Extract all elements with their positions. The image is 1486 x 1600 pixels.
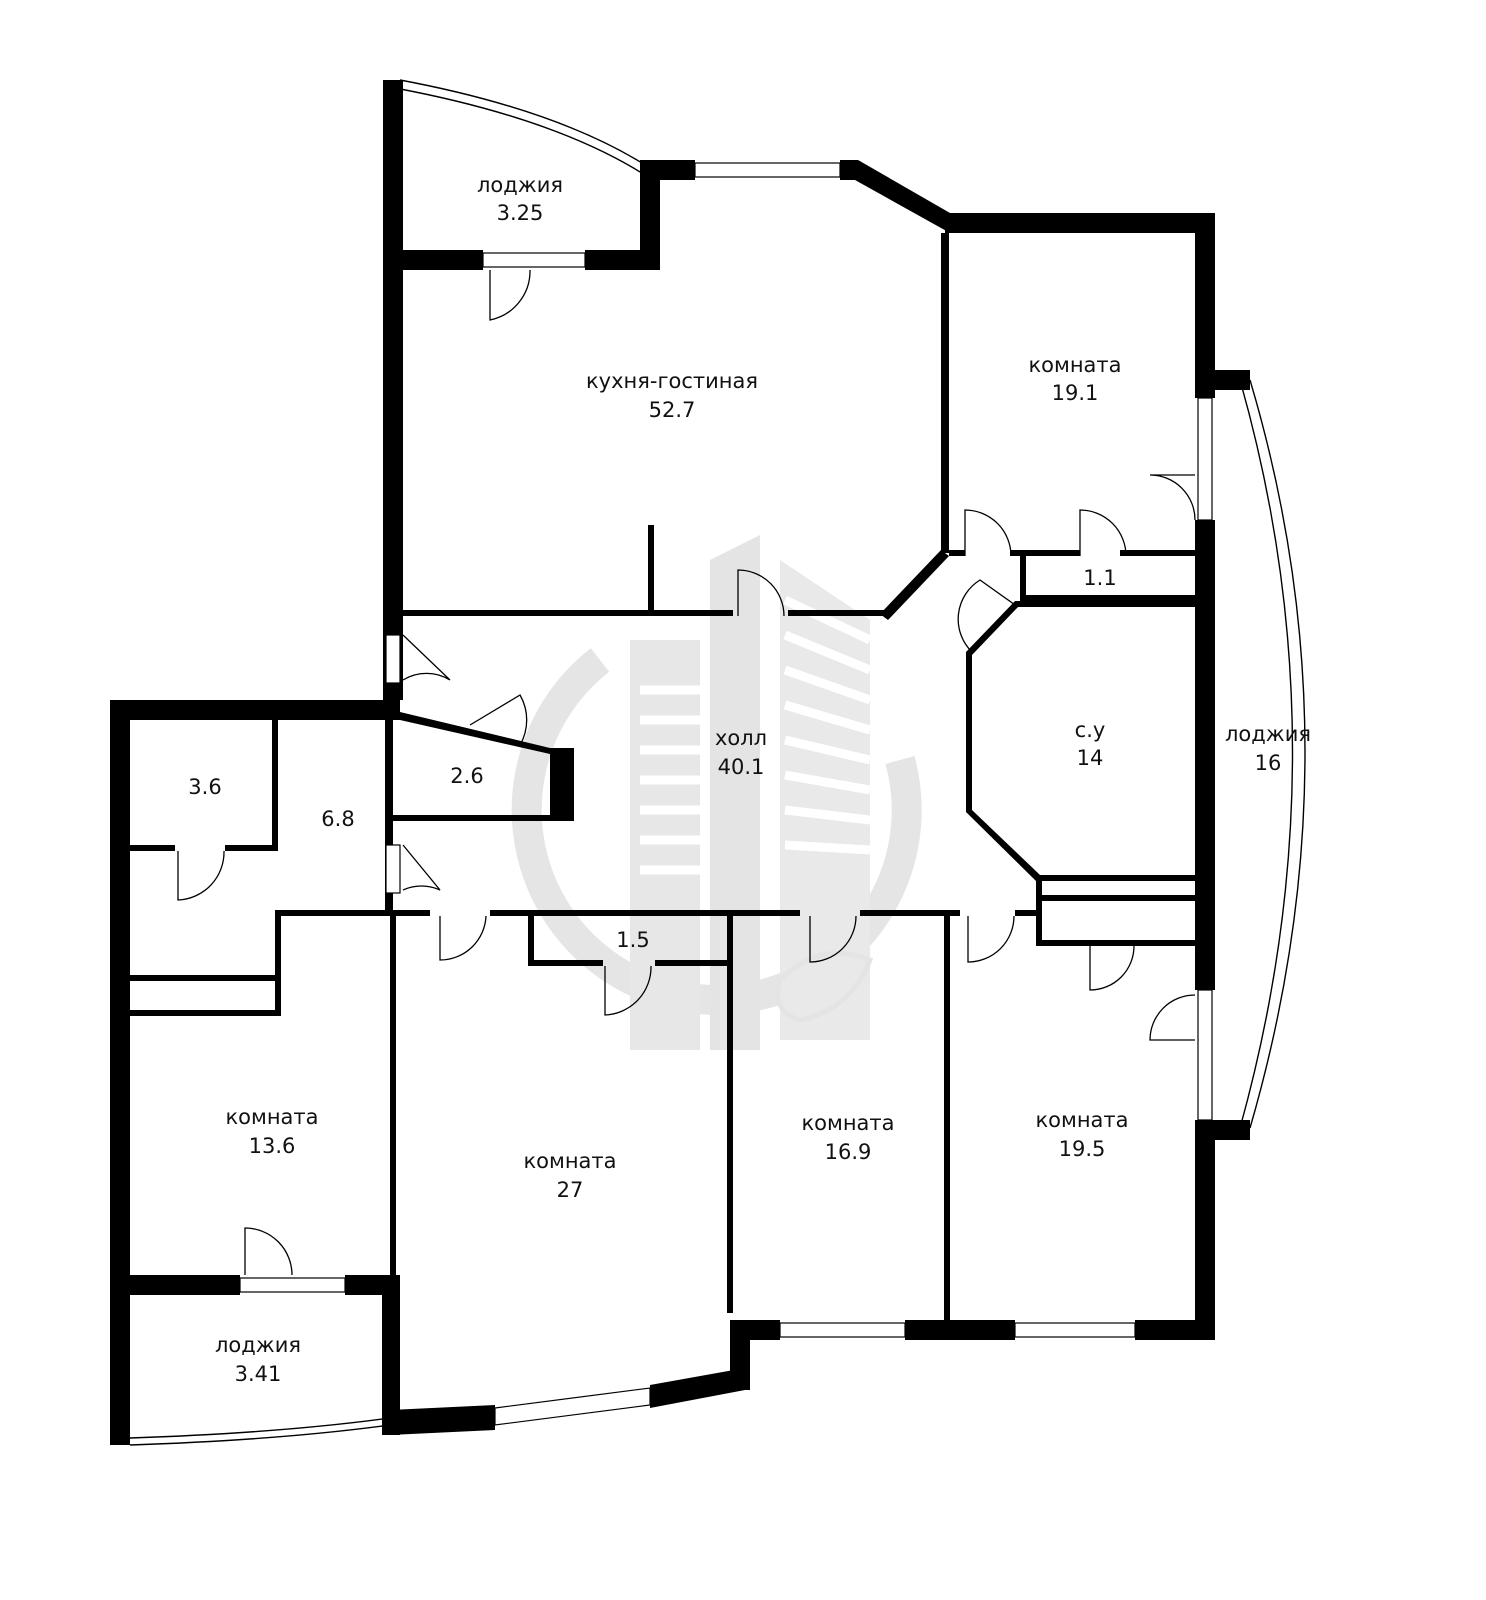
room-name: лоджия (477, 173, 563, 197)
room-area: 40.1 (718, 755, 765, 779)
watermark-logo-icon (511, 535, 922, 1050)
room-loggia-top: лоджия 3.25 (477, 173, 563, 225)
room-area: 27 (557, 1178, 584, 1202)
room-area: 3.25 (497, 201, 544, 225)
room-se: комната 19.5 (1035, 1108, 1128, 1161)
room-name: комната (225, 1105, 318, 1129)
interior-walls (130, 233, 1196, 1323)
room-storage-36: 3.6 (188, 775, 221, 799)
balcony-railings (129, 79, 1306, 1446)
room-area: 52.7 (649, 398, 696, 422)
room-sw: комната 27 (523, 1149, 616, 1202)
room-wc-small: 1.1 (1083, 566, 1116, 590)
room-loggia-east: лоджия 16 (1225, 722, 1311, 775)
room-loggia-sw: лоджия 3.41 (215, 1333, 301, 1386)
room-area: 3.6 (188, 775, 221, 799)
room-closet-15: 1.5 (616, 928, 649, 952)
room-area: 16.9 (825, 1140, 872, 1164)
room-name: комната (523, 1149, 616, 1173)
door-swings (177, 269, 1196, 1276)
room-name: комната (1035, 1108, 1128, 1132)
windows (239, 162, 1213, 1426)
room-corridor-68: 6.8 (321, 807, 354, 831)
room-kitchen-living: кухня-гостиная 52.7 (586, 369, 758, 422)
room-area: 2.6 (450, 764, 483, 788)
room-w: комната 13.6 (225, 1105, 318, 1158)
room-name: холл (715, 726, 767, 750)
room-area: 1.5 (616, 928, 649, 952)
room-name: комната (801, 1111, 894, 1135)
room-name: комната (1028, 353, 1121, 377)
room-area: 14 (1077, 746, 1104, 770)
exterior-walls (110, 80, 1250, 1445)
room-area: 19.5 (1059, 1137, 1106, 1161)
room-name: лоджия (215, 1333, 301, 1357)
room-area: 16 (1255, 751, 1282, 775)
room-name: кухня-гостиная (586, 369, 758, 393)
room-hall: холл 40.1 (715, 726, 767, 779)
room-s: комната 16.9 (801, 1111, 894, 1164)
room-area: 13.6 (249, 1134, 296, 1158)
room-area: 19.1 (1052, 381, 1099, 405)
room-closet-26: 2.6 (450, 764, 483, 788)
room-bathroom: с.у 14 (1075, 718, 1106, 770)
room-area: 3.41 (235, 1362, 282, 1386)
room-area: 1.1 (1083, 566, 1116, 590)
room-ne: комната 19.1 (1028, 353, 1121, 405)
room-area: 6.8 (321, 807, 354, 831)
room-name: лоджия (1225, 722, 1311, 746)
room-name: с.у (1075, 718, 1106, 742)
